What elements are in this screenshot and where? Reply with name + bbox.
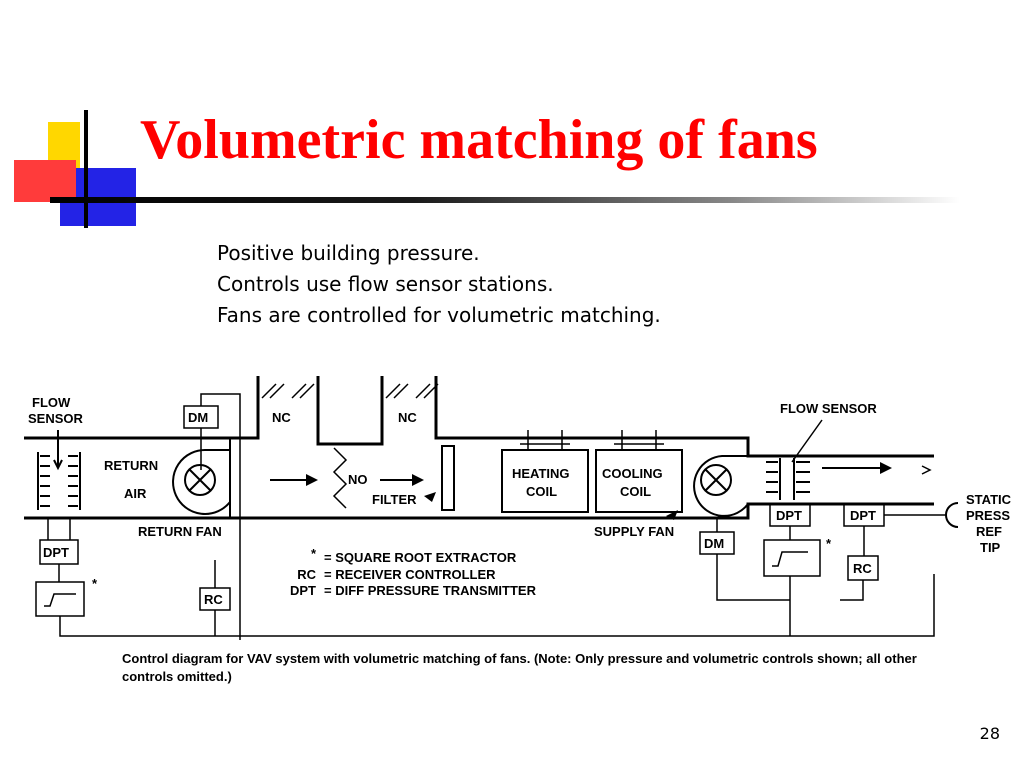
return-fan-label: RETURN FAN — [138, 524, 222, 539]
legend-symbol: DPT — [290, 583, 316, 598]
heating-coil-label-1: HEATING — [512, 466, 570, 481]
supply-fan-blades — [704, 468, 728, 492]
cooling-coil-pipes — [614, 430, 664, 450]
cooling-coil-label-2: COIL — [620, 484, 651, 499]
flow-sensor-left-grid — [37, 452, 50, 510]
duct-top-right-wall — [434, 376, 934, 458]
heating-coil-box — [501, 449, 589, 513]
legend-desc: = RECEIVER CONTROLLER — [324, 567, 496, 582]
sqrt-right-star: * — [826, 536, 832, 551]
slide-title: Volumetric matching of fans — [140, 109, 818, 171]
airflow-arrowhead-3 — [880, 462, 892, 474]
slide-corner-logo — [14, 110, 136, 228]
flow-sensor-left-pointer — [53, 430, 63, 471]
filter-arrowhead — [424, 492, 436, 502]
rc-left-label: RC — [204, 592, 223, 607]
sqrt-right-symbol — [772, 551, 808, 567]
supply-fan-wheel — [700, 464, 732, 496]
filter-label: FILTER — [372, 492, 417, 507]
legend-desc: = DIFF PRESSURE TRANSMITTER — [324, 583, 537, 598]
static-press-tip — [945, 502, 959, 528]
bullet-item: Positive building pressure. — [217, 241, 480, 265]
filter-panel — [441, 445, 455, 511]
supply-fan-arrowhead — [666, 510, 678, 520]
nc-left-damper — [261, 383, 315, 399]
sqrt-left-symbol — [44, 593, 76, 607]
dpt-left-label: DPT — [43, 545, 69, 560]
legend-symbol: RC — [297, 567, 316, 582]
no-damper — [332, 447, 348, 509]
diagram-legend: * = SQUARE ROOT EXTRACTOR RC = RECEIVER … — [290, 546, 537, 598]
legend-symbol: * — [311, 546, 317, 561]
flow-sensor-left-grid-b — [68, 452, 81, 510]
dm-right-label: DM — [704, 536, 724, 551]
sqrt-left-box — [35, 581, 85, 617]
return-air-label-2: AIR — [124, 486, 147, 501]
duct-bottom-wall — [24, 502, 934, 520]
flow-sensor-right-grid — [766, 458, 781, 500]
sqrt-right-box — [763, 539, 821, 577]
dm-left-wiring — [200, 393, 241, 640]
static-press-label-3: REF — [976, 524, 1002, 539]
dm-right-wiring — [716, 518, 790, 601]
flow-sensor-right-label: FLOW SENSOR — [780, 401, 877, 416]
heating-coil-pipes — [520, 430, 570, 450]
legend-desc: = SQUARE ROOT EXTRACTOR — [324, 550, 517, 565]
rc-right-label: RC — [853, 561, 872, 576]
title-underline — [50, 197, 960, 203]
supply-fan-label: SUPPLY FAN — [594, 524, 674, 539]
nc-right-label: NC — [398, 410, 417, 425]
bullet-item: Controls use flow sensor stations. — [217, 272, 554, 296]
duct-break-mark — [921, 465, 932, 475]
logo-vertical-bar — [84, 110, 88, 228]
logo-red-square — [14, 160, 76, 202]
bullet-list: Positive building pressure. Controls use… — [217, 238, 661, 331]
return-fan-wheel — [184, 464, 216, 496]
nc-left-label: NC — [272, 410, 291, 425]
control-signal-bus — [59, 574, 935, 637]
airflow-arrowhead-1 — [306, 474, 318, 486]
static-press-label-4: TIP — [980, 540, 1001, 555]
dm-left-label: DM — [188, 410, 208, 425]
heating-coil-label-2: COIL — [526, 484, 557, 499]
static-press-label-2: PRESS — [966, 508, 1010, 523]
return-fan-blades — [188, 468, 212, 492]
flow-sensor-right-grid-b — [793, 458, 810, 500]
supply-fan-housing — [693, 455, 749, 517]
flow-sensor-right-pointer — [791, 419, 823, 463]
dpt-right-2-label: DPT — [850, 508, 876, 523]
dpt-right-1-label: DPT — [776, 508, 802, 523]
static-press-label-1: STATIC — [966, 492, 1012, 507]
airflow-arrowhead-2 — [412, 474, 424, 486]
flow-sensor-left-label-1: FLOW — [32, 395, 71, 410]
return-air-label-1: RETURN — [104, 458, 158, 473]
bullet-item: Fans are controlled for volumetric match… — [217, 303, 661, 327]
nc-right-damper — [385, 383, 439, 399]
sqrt-left-star: * — [92, 576, 98, 591]
diagram-caption: Control diagram for VAV system with volu… — [122, 651, 917, 684]
page-number: 28 — [979, 724, 1000, 743]
no-damper-label: NO — [348, 472, 368, 487]
flow-sensor-left-label-2: SENSOR — [28, 411, 84, 426]
dpt-left-wiring — [47, 518, 71, 582]
duct-mixing-wall — [316, 376, 384, 446]
cooling-coil-label-1: COOLING — [602, 466, 663, 481]
duct-top-left-wall — [24, 376, 260, 440]
vav-control-diagram: FLOW SENSOR RETURN AIR RETURN FAN DM NC … — [24, 376, 1012, 640]
cooling-coil-box — [595, 449, 683, 513]
rc-right-wiring — [840, 580, 864, 601]
return-fan-housing — [172, 448, 231, 515]
